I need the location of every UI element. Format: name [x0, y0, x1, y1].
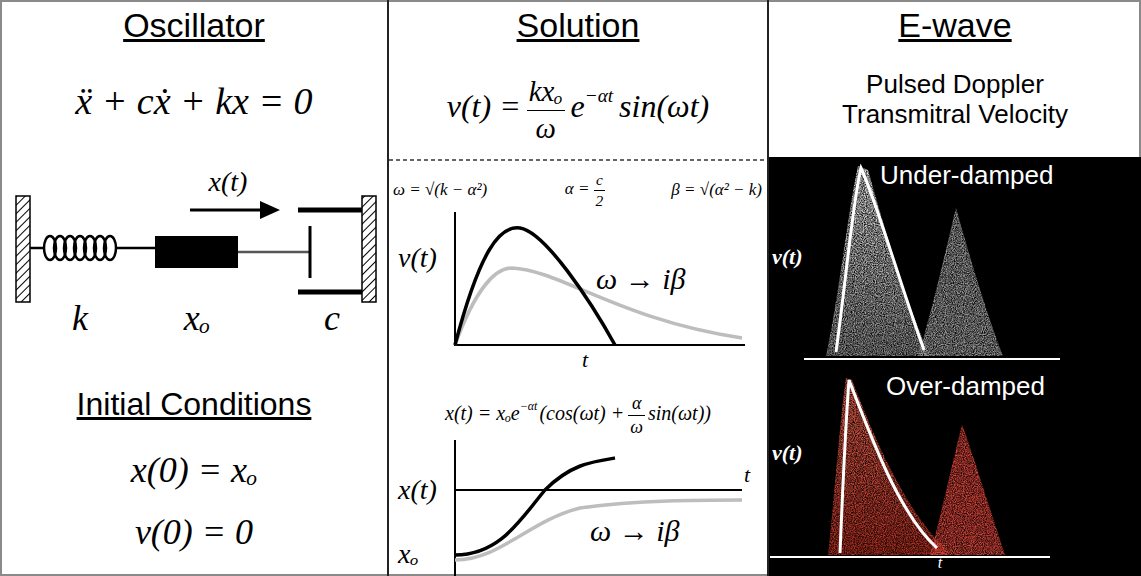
section-heading: Initial Conditions [77, 386, 312, 423]
formula-term: sin(ωt)) [648, 402, 711, 424]
doppler-overdamped [930, 425, 1005, 555]
formula-term: x(t) = xₒe [445, 402, 520, 424]
frame [387, 0, 389, 576]
displacement-arrow [260, 201, 280, 219]
damping-label: c [324, 298, 340, 339]
axis-label: v(t) [398, 242, 437, 274]
dashed-separator [389, 159, 767, 161]
fraction-denominator: ω [628, 415, 645, 438]
column-subtitle: Pulsed Doppler Transmitral Velocity [805, 70, 1105, 130]
axis-label: t [582, 347, 588, 372]
damper-symbol [298, 290, 362, 295]
velocity-plot [454, 344, 745, 346]
initial-condition: v(0) = 0 [135, 512, 253, 553]
doppler-underdamped [804, 358, 1060, 360]
axis-label: xₒ [398, 538, 418, 570]
displacement-label: x(t) [209, 166, 248, 198]
doppler-underdamped [804, 166, 1060, 359]
column-panel: Solution [388, 0, 768, 576]
spring-constant-label: k [72, 298, 88, 339]
damper-symbol [238, 251, 310, 254]
fraction: αω [628, 393, 645, 437]
exponent: −αt [520, 399, 538, 413]
displacement-solution: x(t) = xₒe−αt(cos(ωt) +αωsin(ωt)) [445, 393, 711, 437]
parameter-definition: β = √(α² − k) [671, 180, 762, 200]
parameter-definition: ω = √(k − α²) [393, 180, 487, 200]
displacement-plot [455, 489, 742, 491]
axis-label: t [938, 554, 942, 572]
doppler-overdamped [828, 378, 950, 555]
panel-label: Under-damped [880, 161, 1053, 191]
column-heading: Solution [517, 6, 640, 45]
formula-term: sin(ωt) [619, 88, 709, 124]
doppler-background [769, 157, 1141, 576]
formula-term: ω = √(k − α²) [393, 180, 487, 199]
fraction-numerator: α [628, 393, 645, 415]
left-wall [16, 196, 30, 302]
spring-symbol [30, 236, 155, 260]
left-wall [16, 196, 30, 302]
limit-label: ω → iβ [590, 514, 679, 549]
column-heading: E-wave [898, 6, 1011, 45]
axis-label: v(t) [772, 440, 803, 465]
fraction: c2 [594, 171, 606, 209]
column-panel: E-wavePulsed Doppler Transmitral Velocit… [768, 0, 1141, 576]
doppler-overdamped [840, 380, 937, 553]
spring-symbol [116, 247, 155, 250]
right-wall [362, 196, 376, 302]
doppler-underdamped [826, 166, 930, 356]
doppler-underdamped [836, 168, 924, 352]
fraction-denominator: ω [527, 110, 565, 145]
displacement-plot [455, 440, 742, 576]
spring-symbol [30, 247, 44, 250]
formula-term: (cos(ωt) + [539, 402, 624, 424]
velocity-solution: v(t) =kxₒωe−αt sin(ωt) [447, 75, 710, 144]
equation-of-motion: ẍ + cẋ + kx = 0 [75, 80, 312, 124]
axis-label: x(t) [398, 474, 437, 506]
velocity-plot [454, 212, 745, 346]
mass-block [155, 236, 238, 268]
initial-condition: x(0) = xₒ [131, 450, 258, 491]
right-wall [362, 196, 376, 302]
spring-symbol [104, 236, 116, 260]
displacement-arrow [190, 209, 262, 212]
formula-term: e [571, 88, 585, 124]
axis-label: v(t) [772, 244, 803, 269]
limit-label: ω → iβ [596, 262, 685, 297]
mass-block [155, 236, 238, 268]
damper-symbol [309, 226, 312, 278]
doppler-panel: Over-damped [768, 368, 1141, 576]
fraction: kxₒω [527, 75, 565, 144]
formula-term: β = √(α² − k) [671, 180, 762, 199]
damper-symbol [298, 208, 362, 213]
fraction-numerator: kxₒ [527, 75, 565, 109]
doppler-overdamped [770, 556, 1050, 558]
displacement-arrow [190, 201, 280, 219]
mass-label: xₒ [184, 298, 210, 339]
fraction-denominator: 2 [594, 190, 606, 210]
dashed-separator [389, 160, 767, 161]
parameter-definition: α =c2 [565, 171, 605, 209]
formula-term: α = [565, 179, 590, 198]
exponent: −αt [585, 85, 613, 106]
panel-label: Over-damped [886, 372, 1045, 402]
formula-term: v(t) = [447, 88, 521, 124]
doppler-background [769, 157, 1141, 576]
doppler-overdamped [770, 378, 1050, 557]
axis-label: t [744, 462, 750, 487]
damper-symbol [238, 210, 362, 292]
column-heading: Oscillator [123, 6, 265, 45]
velocity-plot [455, 228, 615, 345]
frame [767, 0, 769, 576]
doppler-underdamped [918, 208, 1003, 356]
fraction-numerator: c [594, 171, 606, 190]
velocity-plot [454, 212, 456, 346]
doppler-panel: Under-damped [768, 157, 1141, 365]
displacement-plot [455, 500, 742, 560]
